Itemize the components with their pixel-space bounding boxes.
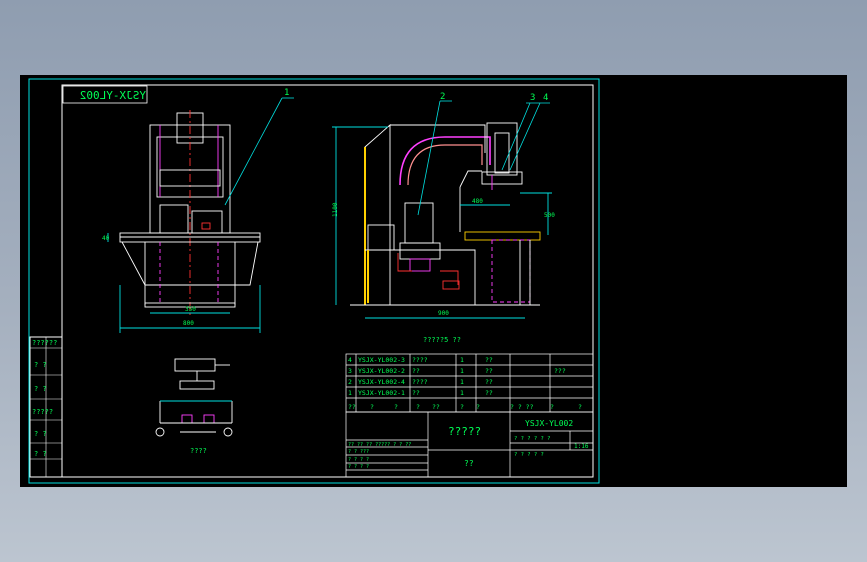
company-name: ??	[464, 459, 474, 468]
bom-header-cell: ?	[370, 403, 374, 411]
bom-header-cell: ? ? ??	[510, 403, 534, 411]
bom-cell-qty: 1	[460, 367, 464, 375]
dimension-side-width: 900	[438, 310, 449, 317]
dimension-side-upper: 480	[472, 198, 483, 205]
bom-cell-name: ??	[412, 389, 420, 397]
bom-table	[345, 353, 594, 413]
bom-cell-no: 3	[348, 367, 352, 375]
bom-cell-no: 2	[348, 378, 352, 386]
bom-cell-qty: 1	[460, 356, 464, 364]
bom-cell-mat: ??	[485, 389, 493, 397]
sign-row: ? ? ? ?	[348, 457, 369, 463]
revision-label: ?????	[32, 408, 53, 416]
bom-cell-no: 4	[348, 356, 352, 364]
sign-row: ? ? ? ?	[348, 464, 369, 470]
bom-cell-code: YSJX-YL002-1	[358, 389, 405, 397]
hydraulic-caption: ????	[190, 447, 207, 455]
bom-cell-qty: 1	[460, 378, 464, 386]
bom-rows: 4 YSJX-YL002-3???? 1?? 3 YSJX-YL002-2?? 1????…	[348, 356, 582, 411]
bom-cell-mat: ??	[485, 378, 493, 386]
leader-4	[509, 102, 541, 171]
bom-cell-code: YSJX-YL002-2	[358, 367, 405, 375]
inner-frame	[61, 84, 594, 478]
bom-cell-mat: ??	[485, 367, 493, 375]
revision-label: ? ?	[34, 361, 47, 369]
balloon-1: 1	[284, 88, 289, 98]
bom-header-cell: ??	[348, 403, 356, 411]
cad-viewport[interactable]: ?????? ? ? ? ? ????? ? ? ? ? YSJX-YL002 …	[20, 75, 847, 487]
scale-value: 1:16	[574, 443, 589, 450]
stamp-box	[62, 85, 148, 104]
bom-header-cell: ?	[550, 403, 554, 411]
drawing-name: ?????	[448, 425, 481, 438]
bom-cell-name: ??	[412, 367, 420, 375]
front-view	[107, 110, 261, 333]
meta-row: ? ? ? ? ? ?	[514, 436, 550, 442]
leader-1	[224, 97, 283, 206]
balloon-4: 4	[543, 93, 548, 103]
sign-row: ? ? ???	[348, 449, 369, 455]
mirrored-title-stamp: YSJX-YL002	[80, 89, 146, 102]
drawing-number: YSJX-YL002	[525, 419, 573, 428]
bom-header-cell: ?	[578, 403, 582, 411]
balloon-2: 2	[440, 92, 445, 102]
cad-drawing[interactable]: ?????? ? ? ? ? ????? ? ? ? ? YSJX-YL002 …	[20, 75, 847, 487]
sign-row: ?? ?? ?? ????? ? ? ??	[348, 442, 411, 448]
leader-3	[501, 102, 531, 171]
bom-header-cell: ?	[416, 403, 420, 411]
bom-cell-mat: ??	[485, 356, 493, 364]
revision-label: ??????	[32, 339, 57, 347]
bom-cell-note: ???	[554, 367, 566, 375]
bom-header-cell: ?	[476, 403, 480, 411]
dimension-front-inner: 350	[185, 306, 196, 313]
bom-header-cell: ?	[394, 403, 398, 411]
sheet-row: ? ? ? ? ?	[514, 452, 544, 458]
side-view-caption: ?????5 ??	[423, 336, 461, 344]
dimension-front-width: 800	[183, 320, 194, 327]
hydraulic-schematic	[155, 358, 233, 437]
leader-2	[417, 100, 441, 216]
bom-header-cell: ??	[432, 403, 440, 411]
bom-cell-qty: 1	[460, 389, 464, 397]
bom-cell-no: 1	[348, 389, 352, 397]
bom-cell-name: ????	[412, 378, 428, 386]
dimension-side-reach: 500	[544, 212, 555, 219]
dimension-side-height: 1100	[332, 202, 339, 217]
revision-label: ? ?	[34, 385, 47, 393]
revision-block	[30, 337, 62, 477]
dimension-front-height: 40	[102, 235, 110, 242]
bom-cell-code: YSJX-YL002-3	[358, 356, 405, 364]
revision-label: ? ?	[34, 450, 47, 458]
title-block	[345, 411, 594, 478]
bom-cell-code: YSJX-YL002-4	[358, 378, 405, 386]
side-view	[332, 122, 552, 319]
bom-cell-name: ????	[412, 356, 428, 364]
outer-frame	[28, 78, 600, 484]
bom-header-cell: ?	[460, 403, 464, 411]
revision-label: ? ?	[34, 430, 47, 438]
balloon-3: 3	[530, 93, 535, 103]
